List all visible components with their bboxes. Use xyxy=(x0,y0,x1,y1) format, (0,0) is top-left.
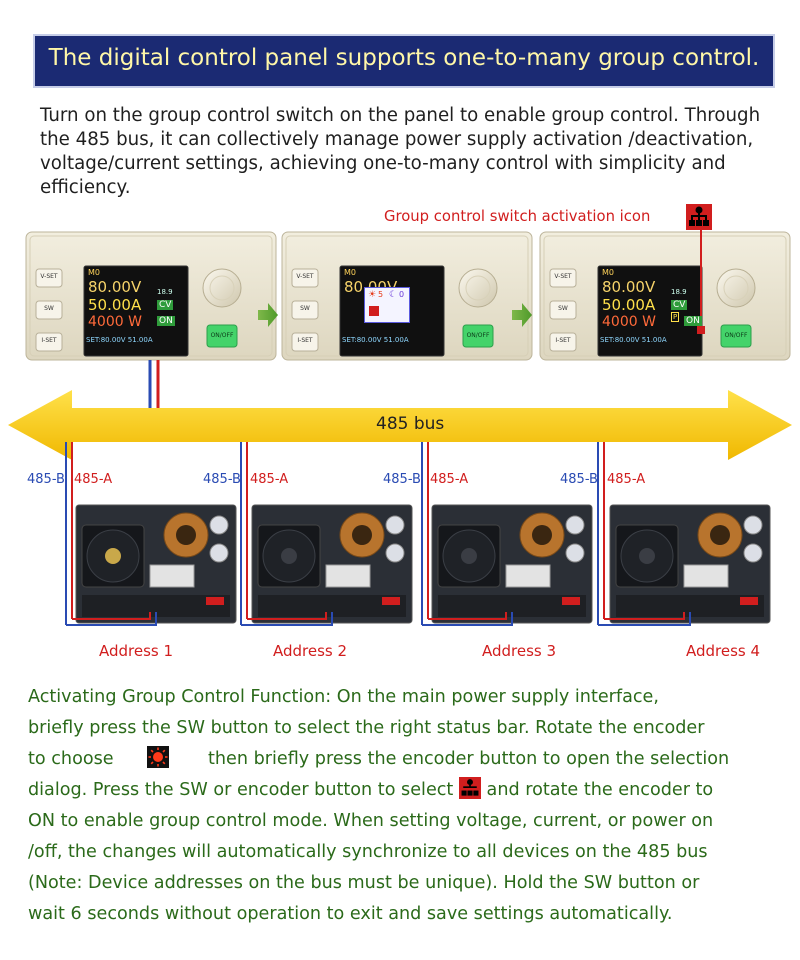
banner-title: The digital control panel supports one-t… xyxy=(48,45,760,71)
screen-set-line: SET:80.00V 51.00A xyxy=(342,336,409,344)
screen-set-line: SET:80.00V 51.00A xyxy=(86,336,153,344)
instructions-text: dialog. Press the SW or encoder button t… xyxy=(28,780,454,800)
panel-arrow-2 xyxy=(512,303,532,327)
screen-power: 4000 W xyxy=(88,314,142,330)
intro-paragraph: Turn on the group control switch on the … xyxy=(40,105,761,198)
module-2-address: Address 2 xyxy=(273,642,348,660)
switch-icon-label: Group control switch activation icon xyxy=(384,208,651,225)
sun-icon: ☀ xyxy=(368,290,377,300)
module-1 xyxy=(75,504,237,624)
screen-mode: M0 xyxy=(344,268,356,277)
module-4-b-label: 485-B xyxy=(560,472,598,487)
vset-button[interactable]: V-SET xyxy=(296,273,314,280)
group-icon xyxy=(369,306,379,316)
module-2-a-label: 485-A xyxy=(250,472,289,487)
module-2-b-label: 485-B xyxy=(203,472,241,487)
instructions: Activating Group Control Function: On th… xyxy=(28,682,788,930)
instructions-line: to choose then briefly press the encoder… xyxy=(28,744,788,775)
module-3 xyxy=(431,504,593,624)
module-1-a-label: 485-A xyxy=(74,472,113,487)
instructions-line: Activating Group Control Function: On th… xyxy=(28,687,659,707)
screen-p: P xyxy=(671,312,680,322)
instructions-line: (Note: Device addresses on the bus must … xyxy=(28,873,700,893)
instructions-line: /off, the changes will automatically syn… xyxy=(28,842,708,862)
onoff-button[interactable]: ON/OFF xyxy=(724,332,748,339)
screen-group-icon xyxy=(697,326,705,334)
sw-button[interactable]: SW xyxy=(300,305,310,312)
module-3-b-label: 485-B xyxy=(383,472,421,487)
iset-button[interactable]: I-SET xyxy=(297,337,313,344)
module-3-address: Address 3 xyxy=(482,642,557,660)
bus-diagram xyxy=(8,230,792,626)
module-3-a-label: 485-A xyxy=(430,472,469,487)
screen-cv: CV xyxy=(671,300,688,310)
dialog-right-value: 0 xyxy=(399,290,405,299)
bus-label: 485 bus xyxy=(376,414,445,434)
instructions-line: briefly press the SW button to select th… xyxy=(28,718,705,738)
instructions-text: then briefly press the encoder button to… xyxy=(207,749,730,769)
selection-dialog: ☀ 5 ☾ 0 xyxy=(364,287,410,323)
sw-button[interactable]: SW xyxy=(558,305,568,312)
screen-mode: M0 xyxy=(88,268,100,277)
instructions-line: ON to enable group control mode. When se… xyxy=(28,811,714,831)
screen-power: 4000 W xyxy=(602,314,656,330)
bus-arrow xyxy=(8,390,792,460)
instructions-line: dialog. Press the SW or encoder button t… xyxy=(28,775,788,806)
sw-button[interactable]: SW xyxy=(44,305,54,312)
panel-1-texts: V-SET SW I-SET ON/OFF M0 80.00V 50.00A 4… xyxy=(26,232,276,360)
screen-current: 50.00A xyxy=(88,296,142,314)
instructions-line: wait 6 seconds without operation to exit… xyxy=(28,904,673,924)
screen-current: 50.00A xyxy=(602,296,656,314)
screen-on: ON xyxy=(684,316,702,326)
iset-button[interactable]: I-SET xyxy=(555,337,571,344)
group-control-icon xyxy=(686,204,712,230)
screen-on: ON xyxy=(157,316,175,326)
iset-button[interactable]: I-SET xyxy=(41,337,57,344)
group-control-inline-icon xyxy=(458,777,481,799)
screen-voltage: 80.00V xyxy=(602,278,656,296)
moon-icon: ☾ xyxy=(389,290,398,300)
screen-cv: CV xyxy=(157,300,174,310)
panel-3-texts: V-SET SW I-SET ON/OFF M0 80.00V 50.00A 4… xyxy=(540,232,790,360)
module-1-address: Address 1 xyxy=(99,642,174,660)
instructions-text: to choose xyxy=(28,749,114,769)
screen-voltage: 80.00V xyxy=(88,278,142,296)
title-banner: The digital control panel supports one-t… xyxy=(33,34,775,88)
settings-sun-icon xyxy=(146,746,169,768)
module-2 xyxy=(251,504,413,624)
screen-mode: M0 xyxy=(602,268,614,277)
onoff-button[interactable]: ON/OFF xyxy=(210,332,234,339)
module-4-address: Address 4 xyxy=(686,642,761,660)
screen-set-line: SET:80.00V 51.00A xyxy=(600,336,667,344)
vset-button[interactable]: V-SET xyxy=(40,273,58,280)
instructions-text: and rotate the encoder to xyxy=(486,780,714,800)
panel-2-texts: V-SET SW I-SET ON/OFF M0 80.00V SET:80.0… xyxy=(282,232,532,360)
vset-button[interactable]: V-SET xyxy=(554,273,572,280)
bus-drops xyxy=(65,442,605,625)
module-4-a-label: 485-A xyxy=(607,472,646,487)
dialog-left-value: 5 xyxy=(378,290,384,299)
module-4 xyxy=(609,504,771,624)
onoff-button[interactable]: ON/OFF xyxy=(466,332,490,339)
panel-arrow-1 xyxy=(258,303,278,327)
screen-temp: 18.9 xyxy=(157,288,173,296)
module-1-b-label: 485-B xyxy=(27,472,65,487)
screen-temp: 18.9 xyxy=(671,288,687,296)
